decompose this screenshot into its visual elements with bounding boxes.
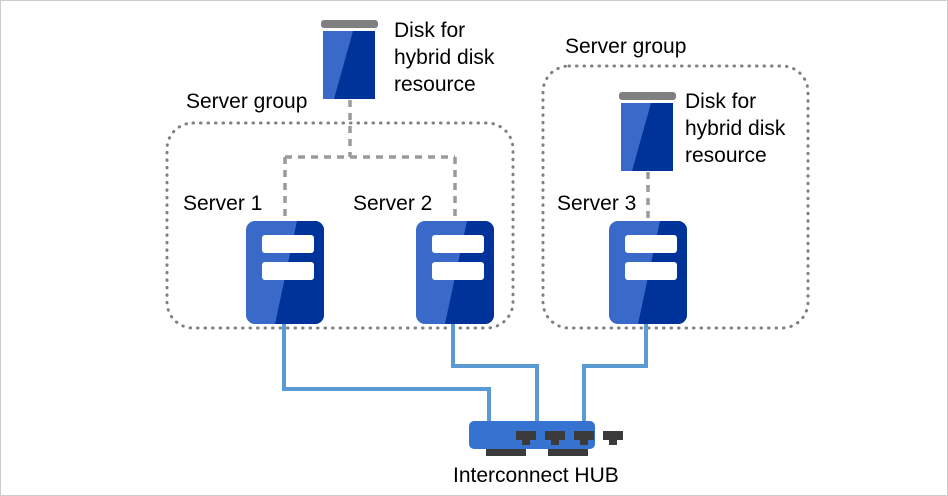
server-label-2: Server 2	[353, 192, 433, 215]
network-link-server-3	[582, 322, 648, 423]
hub-icon	[469, 421, 623, 456]
disk-label-left-line1: Disk for	[394, 19, 466, 42]
server-icon-1	[246, 221, 324, 324]
server-icon-2	[416, 221, 494, 324]
server-label-3: Server 3	[557, 192, 637, 215]
disk-label-right-line2: hybrid disk	[685, 117, 786, 140]
server-icon-3	[609, 221, 687, 324]
group-box-right	[541, 64, 810, 330]
disk-label-right-line3: resource	[685, 144, 767, 167]
group-label-right: Server group	[565, 35, 687, 58]
disk-label-left-line2: hybrid disk	[394, 46, 495, 69]
network-link-server-1	[282, 322, 491, 423]
network-link-server-2	[451, 322, 539, 423]
disk-label-right-line1: Disk for	[685, 90, 757, 113]
hub-ports	[516, 431, 623, 445]
disk-icon-right	[619, 92, 676, 171]
disk-link-left	[283, 100, 457, 220]
group-label-left: Server group	[186, 90, 308, 113]
server-label-1: Server 1	[183, 192, 263, 215]
disk-label-left-line3: resource	[394, 73, 476, 96]
hub-label: Interconnect HUB	[453, 464, 619, 487]
group-box-left	[165, 121, 515, 330]
disk-icon-left	[321, 20, 378, 99]
